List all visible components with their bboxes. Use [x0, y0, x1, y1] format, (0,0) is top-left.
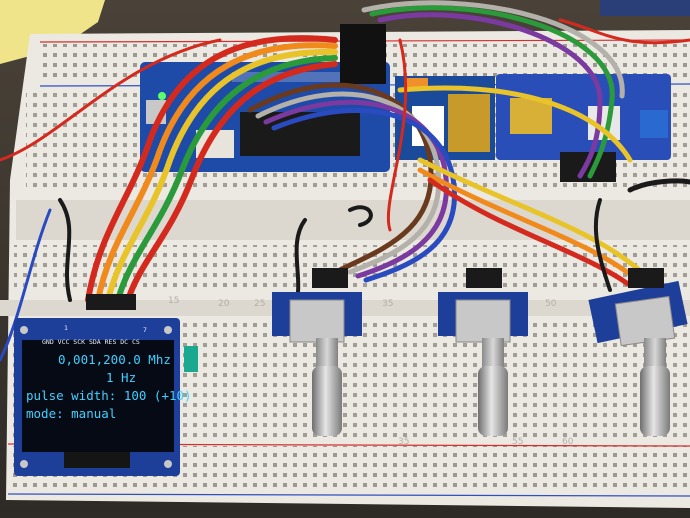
column-number: 35 — [382, 299, 393, 309]
oled-pin-labels: GND VCC SCK SDA RES DC CS — [42, 338, 140, 346]
arduino-board — [140, 24, 390, 172]
oled-pin-first: 1 — [64, 324, 68, 332]
rotary-encoder — [438, 292, 528, 436]
column-number: 35 — [398, 437, 409, 447]
rotary-encoder — [272, 292, 362, 436]
oled-frequency-line: 0,001,200.0 Mhz — [58, 352, 171, 367]
oled-display: 1 7 GND VCC SCK SDA RES DC CS 0,001,200.… — [14, 294, 198, 476]
oled-pin-last: 7 — [143, 326, 147, 334]
column-number: 15 — [168, 296, 179, 306]
oled-mode-line: mode: manual — [26, 406, 116, 421]
encoder-pins — [312, 268, 664, 288]
column-number: 25 — [254, 299, 265, 309]
loose-wires — [0, 18, 690, 362]
column-number: 55 — [512, 437, 523, 447]
oled-pulse-width-line: pulse width: 100 (+10) — [26, 388, 192, 403]
column-number: 20 — [218, 299, 230, 309]
wire-bundle-oled — [85, 35, 338, 303]
oled-hz-line: 1 Hz — [106, 370, 136, 385]
column-number: 50 — [545, 299, 557, 309]
column-number: 60 — [562, 437, 574, 447]
wire-bundle-encoders — [247, 0, 653, 287]
breadboard-column-numbers: 15 20 25 35 50 35 55 60 — [168, 296, 574, 447]
rotary-encoder — [588, 280, 688, 436]
